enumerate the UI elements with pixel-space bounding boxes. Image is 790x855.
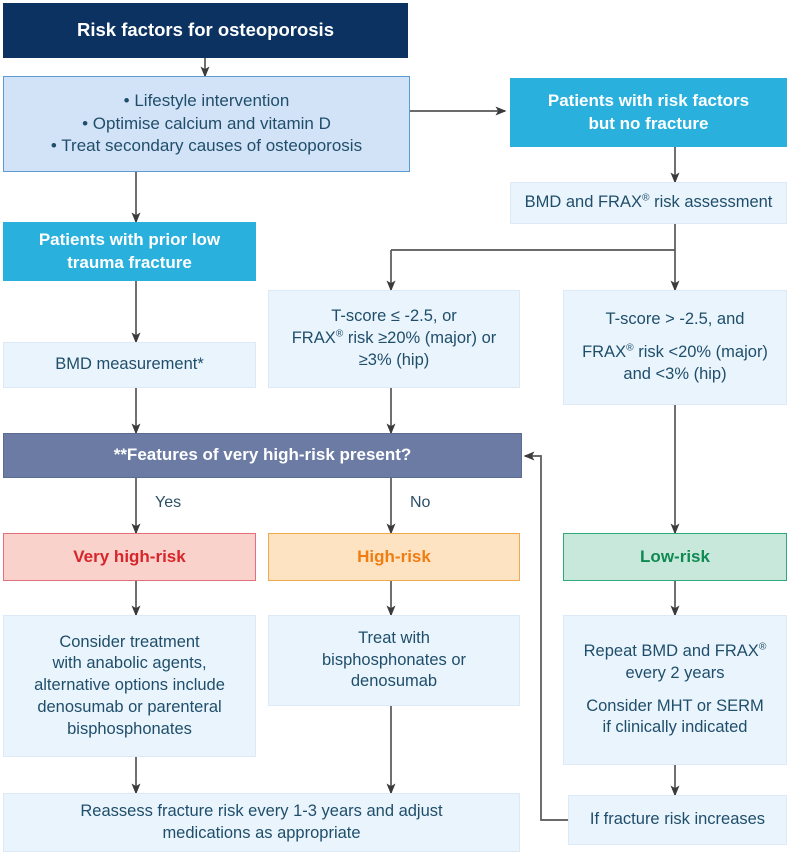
low-followup-line-2: every 2 years bbox=[625, 663, 725, 682]
vh-treatment-line-2: with anabolic agents, bbox=[52, 654, 207, 673]
vh-treatment-line-4: denosumab or parenteral bbox=[37, 697, 222, 716]
low-risk-label: Low-risk bbox=[640, 546, 710, 566]
header-label: Risk factors for osteoporosis bbox=[76, 19, 334, 41]
node-high-risk-treatment: Treat with bisphosphonates or denosumab bbox=[268, 615, 520, 706]
node-patients-prior-fracture: Patients with prior low trauma fracture bbox=[3, 222, 256, 281]
tscore-low-text: T-score ≤ -2.5, or FRAX® risk ≥20% (majo… bbox=[269, 306, 519, 371]
node-bmd-measurement: BMD measurement* bbox=[3, 342, 256, 388]
risk-no-fracture-line-1: Patients with risk factors bbox=[547, 91, 750, 111]
tscore-high-line-1: T-score > -2.5, and bbox=[605, 310, 745, 329]
reassess-line-2: medications as appropriate bbox=[162, 823, 361, 842]
reassess-text: Reassess fracture risk every 1-3 years a… bbox=[4, 801, 519, 845]
node-fracture-risk-increases: If fracture risk increases bbox=[568, 795, 787, 845]
low-followup-line-1: Repeat BMD and FRAX® bbox=[583, 641, 767, 660]
tscore-high-text: T-score > -2.5, and FRAX® risk <20% (maj… bbox=[564, 309, 786, 385]
h-treatment-line-3: denosumab bbox=[350, 672, 438, 691]
node-reassess: Reassess fracture risk every 1-3 years a… bbox=[3, 793, 520, 852]
tscore-low-line-2: FRAX® risk ≥20% (major) or bbox=[291, 328, 497, 348]
general-measures-line-2: • Optimise calcium and vitamin D bbox=[82, 113, 331, 133]
vh-treatment-line-3: alternative options include bbox=[34, 676, 225, 695]
decision-label: **Features of very high-risk present? bbox=[113, 445, 412, 465]
node-header-risk-factors: Risk factors for osteoporosis bbox=[3, 3, 408, 58]
tscore-high-spacer bbox=[572, 331, 778, 342]
node-patients-risk-no-fracture: Patients with risk factors but no fractu… bbox=[510, 78, 787, 147]
very-high-risk-label: Very high-risk bbox=[73, 546, 186, 566]
node-very-high-risk-treatment: Consider treatment with anabolic agents,… bbox=[3, 615, 256, 757]
low-followup-line-3: Consider MHT or SERM bbox=[586, 696, 764, 715]
edge-label-yes: Yes bbox=[155, 494, 182, 511]
general-measures-line-1: • Lifestyle intervention bbox=[123, 91, 290, 111]
tscore-low-line-1: T-score ≤ -2.5, or bbox=[331, 307, 457, 326]
low-followup-text: Repeat BMD and FRAX® every 2 years Consi… bbox=[564, 641, 786, 739]
vh-treatment-line-1: Consider treatment bbox=[59, 632, 200, 651]
h-treatment-line-2: bisphosphonates or bbox=[321, 650, 467, 669]
edge-label-no: No bbox=[410, 494, 431, 511]
node-general-measures: • Lifestyle intervention • Optimise calc… bbox=[3, 76, 410, 172]
bmd-measurement-label: BMD measurement* bbox=[55, 355, 204, 374]
edge-feedback-to-decision bbox=[523, 451, 568, 821]
risk-no-fracture-text: Patients with risk factors but no fractu… bbox=[511, 90, 786, 135]
low-followup-spacer bbox=[572, 685, 778, 696]
high-risk-label: High-risk bbox=[357, 546, 431, 566]
fracture-risk-increases-label: If fracture risk increases bbox=[589, 810, 766, 829]
general-measures-list: • Lifestyle intervention • Optimise calc… bbox=[4, 90, 409, 157]
h-treatment-line-1: Treat with bbox=[358, 628, 430, 647]
node-tscore-high: T-score > -2.5, and FRAX® risk <20% (maj… bbox=[563, 290, 787, 405]
reassess-line-1: Reassess fracture risk every 1-3 years a… bbox=[80, 801, 443, 820]
tscore-high-line-2: FRAX® risk <20% (major) bbox=[582, 342, 768, 362]
tscore-low-line-3: ≥3% (hip) bbox=[358, 350, 430, 369]
low-followup-line-4: if clinically indicated bbox=[602, 718, 748, 737]
bmd-frax-text: BMD and FRAX® risk assessment bbox=[524, 192, 773, 212]
prior-fracture-line-2: trauma fracture bbox=[67, 252, 192, 272]
node-tscore-low: T-score ≤ -2.5, or FRAX® risk ≥20% (majo… bbox=[268, 290, 520, 388]
bmd-frax-label: BMD and FRAX® risk assessment bbox=[511, 192, 786, 214]
risk-no-fracture-line-2: but no fracture bbox=[588, 113, 709, 133]
prior-fracture-line-1: Patients with prior low bbox=[38, 230, 221, 250]
prior-fracture-text: Patients with prior low trauma fracture bbox=[4, 229, 255, 274]
node-low-risk-followup: Repeat BMD and FRAX® every 2 years Consi… bbox=[563, 615, 787, 765]
node-high-risk: High-risk bbox=[268, 533, 520, 581]
vh-treatment-line-5: bisphosphonates bbox=[67, 719, 192, 738]
very-high-treatment-text: Consider treatment with anabolic agents,… bbox=[4, 632, 255, 741]
high-treatment-text: Treat with bisphosphonates or denosumab bbox=[269, 628, 519, 693]
node-low-risk: Low-risk bbox=[563, 533, 787, 581]
node-decision-very-high-risk-features: **Features of very high-risk present? bbox=[3, 433, 522, 478]
node-bmd-frax-assessment: BMD and FRAX® risk assessment bbox=[510, 182, 787, 224]
node-very-high-risk: Very high-risk bbox=[3, 533, 256, 581]
general-measures-line-3: • Treat secondary causes of osteoporosis bbox=[50, 136, 363, 156]
tscore-high-line-3: and <3% (hip) bbox=[623, 364, 727, 383]
